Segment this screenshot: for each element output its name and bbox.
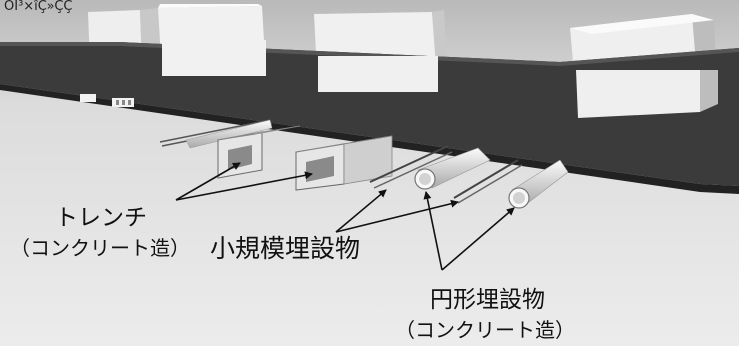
circular-pipe-1 <box>414 147 491 190</box>
small-buried-label: 小規模埋設物 <box>210 234 361 263</box>
trench-sublabel: （コンクリート造） <box>10 236 190 260</box>
small-buried-lines <box>369 145 523 204</box>
arrow-trench-2 <box>175 171 313 201</box>
trench-box-1 <box>217 125 301 179</box>
distant-small-objects <box>80 94 134 107</box>
trench-label: トレンチ <box>55 205 147 231</box>
ground-slab <box>0 42 739 186</box>
leader-arrows <box>175 162 515 271</box>
arrow-trench-1 <box>175 162 241 201</box>
partial-caption: ÓÌ³×îÇ»ÇÇ <box>4 0 73 14</box>
arrow-circ-1 <box>423 191 443 271</box>
arrow-small-1 <box>335 189 387 233</box>
circular-pipe-2 <box>508 159 569 209</box>
arrow-small-2 <box>335 199 459 233</box>
circular-buried-label: 円形埋設物 <box>430 287 545 313</box>
arrow-circ-2 <box>441 207 515 271</box>
circular-buried-sublabel: （コンクリート造） <box>395 318 575 342</box>
distant-pipes <box>159 119 273 149</box>
building-fronts <box>162 40 718 118</box>
